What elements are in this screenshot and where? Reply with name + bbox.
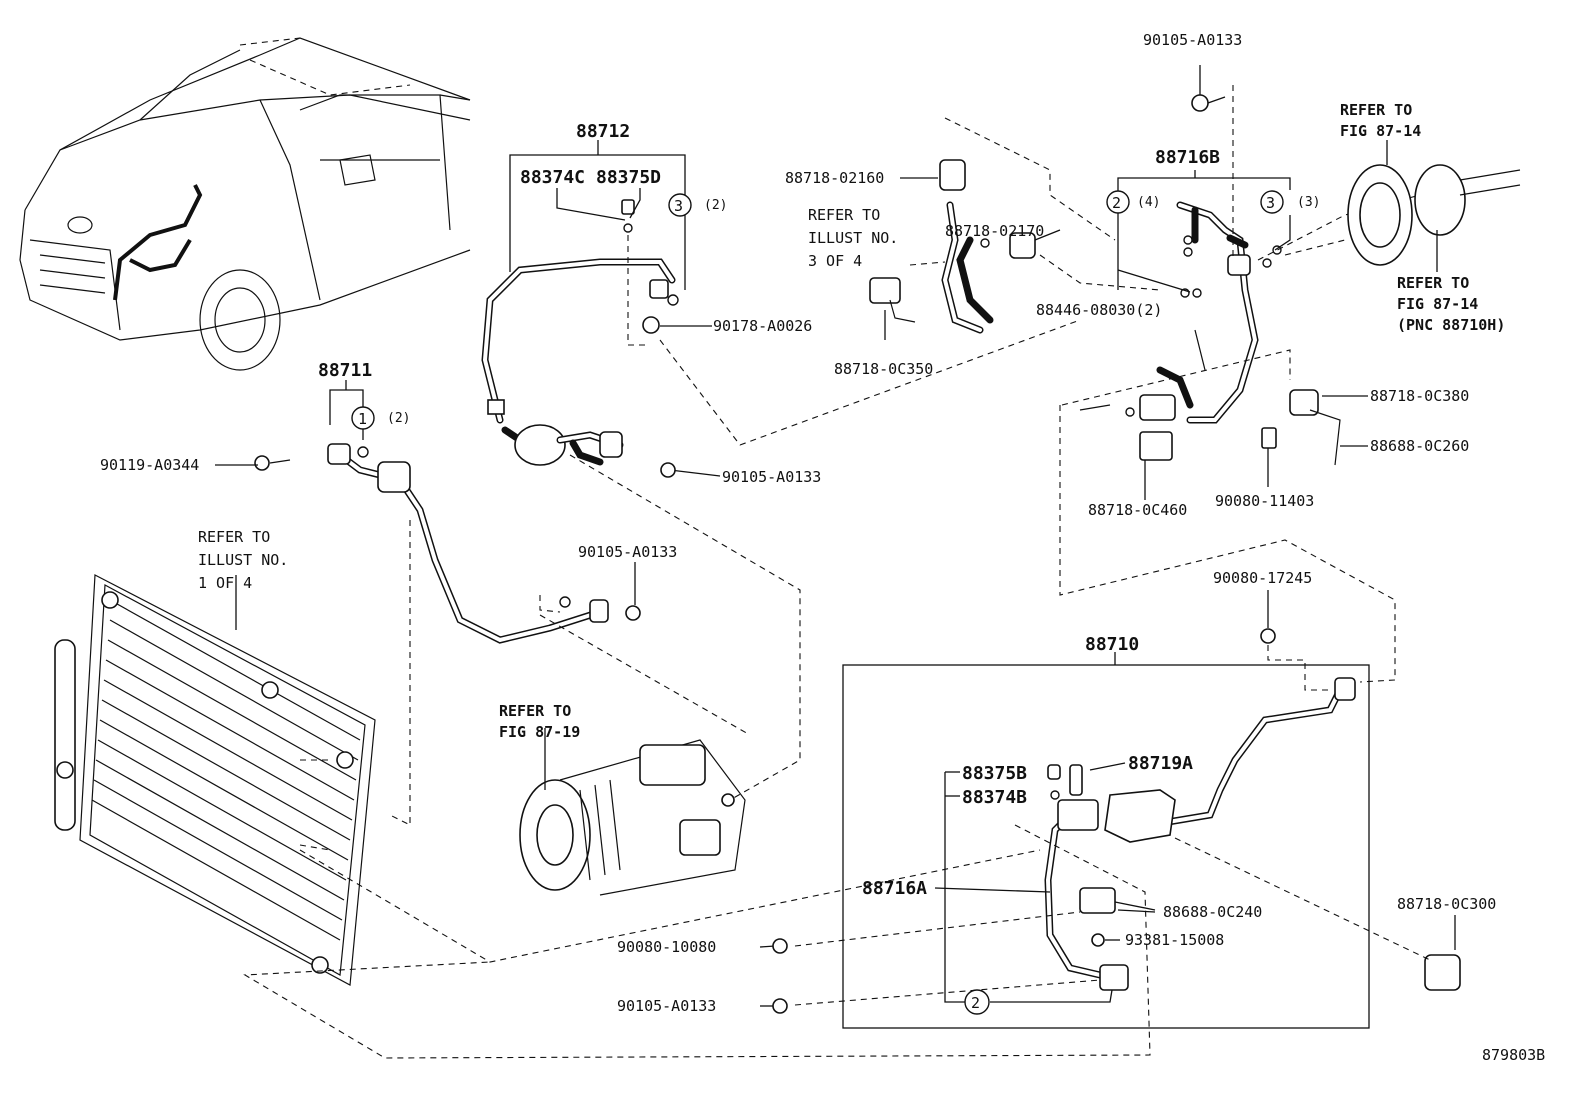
refer-fig14b-line1: REFER TO [1397,274,1469,292]
refer-fig14a-line1: REFER TO [1340,101,1412,119]
refer-illust1-line1: REFER TO [198,528,270,546]
part-label-88446-08030[interactable]: 88446-08030(2) [1036,301,1162,319]
part-label-90080-10080[interactable]: 90080-10080 [617,938,716,956]
part-label-88688-0C260[interactable]: 88688-0C260 [1370,437,1469,455]
vehicle-illustration [19,37,471,371]
part-label-88718-02160[interactable]: 88718-02160 [785,169,884,187]
callout-1-qty: (2) [387,411,410,426]
part-label-88710[interactable]: 88710 [1085,634,1139,655]
part-label-88688-0C240[interactable]: 88688-0C240 [1163,903,1262,921]
diagram-id: 879803B [1482,1046,1545,1064]
callout-circle-1 [351,406,375,430]
callout-2a-qty: (4) [1137,195,1160,210]
part-label-88718-0C460[interactable]: 88718-0C460 [1088,501,1187,519]
part-label-90080-11403[interactable]: 90080-11403 [1215,492,1314,510]
callout-circle-3b [1260,190,1284,214]
part-label-93381-15008[interactable]: 93381-15008 [1125,931,1224,949]
refer-fig1914-line1: REFER TO [499,702,571,720]
refer-illust3-line2: ILLUST NO. [808,229,898,247]
part-label-88718-02170[interactable]: 88718-02170 [945,222,1044,240]
refer-fig14b-line3: (PNC 88710H) [1397,316,1505,334]
condenser-illustration [54,574,376,986]
refer-fig14b-line2: FIG 87-14 [1397,295,1478,313]
callout-circle-3a [668,193,692,217]
part-label-88375B[interactable]: 88375B [962,763,1027,784]
part-label-88718-0C300[interactable]: 88718-0C300 [1397,895,1496,913]
refer-fig14a-line2: FIG 87-14 [1340,122,1421,140]
refer-illust3-line3: 3 OF 4 [808,252,862,270]
part-label-88711[interactable]: 88711 [318,360,372,381]
callout-2b-num: 2 [971,994,980,1012]
part-label-88712[interactable]: 88712 [576,121,630,142]
part-label-88718-0C350[interactable]: 88718-0C350 [834,360,933,378]
part-label-88716B[interactable]: 88716B [1155,147,1220,168]
callout-3b-num: 3 [1266,194,1275,212]
callout-2a-num: 2 [1112,194,1121,212]
part-label-90105-A0133-mid[interactable]: 90105-A0133 [722,468,821,486]
part-label-88374C[interactable]: 88374C [520,167,585,188]
refer-illust1-line2: ILLUST NO. [198,551,288,569]
part-label-88375D[interactable]: 88375D [596,167,661,188]
pipe-88716A [1044,628,1461,991]
compressor-illustration [519,739,746,896]
clutch-illustration [1347,164,1521,266]
hose-88712 [481,199,679,466]
hose-88718 [869,159,1036,334]
callout-circle-2a [1106,190,1130,214]
callout-3b-qty: (3) [1297,195,1320,210]
part-label-88718-0C380[interactable]: 88718-0C380 [1370,387,1469,405]
assembly-88710-box [842,664,1370,1029]
refer-illust3-line1: REFER TO [808,206,880,224]
line-88711 [254,443,676,644]
part-label-90080-17245[interactable]: 90080-17245 [1213,569,1312,587]
part-label-88374B[interactable]: 88374B [962,787,1027,808]
part-label-90178-A0026[interactable]: 90178-A0026 [713,317,812,335]
callout-circle-2b [964,989,990,1015]
pipe-88716B [1079,201,1341,466]
part-label-90105-A0133-bottom[interactable]: 90105-A0133 [617,997,716,1015]
refer-illust1-line3: 1 OF 4 [198,574,252,592]
part-label-90105-A0133-left[interactable]: 90105-A0133 [578,543,677,561]
part-label-90105-A0133-top[interactable]: 90105-A0133 [1143,31,1242,49]
part-label-88716A[interactable]: 88716A [862,878,927,899]
callout-1-num: 1 [358,410,367,428]
part-label-88719A[interactable]: 88719A [1128,753,1193,774]
refer-fig1914-line2: FIG 87-19 [499,723,580,741]
callout-3a-qty: (2) [704,198,727,213]
callout-3a-num: 3 [674,197,683,215]
part-label-90119-A0344[interactable]: 90119-A0344 [100,456,199,474]
